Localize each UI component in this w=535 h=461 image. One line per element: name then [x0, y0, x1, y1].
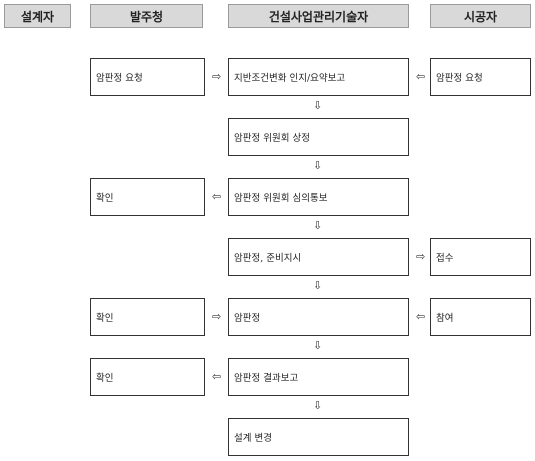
down-arrow-icon: ⇩ [313, 279, 323, 292]
right-arrow-icon: ⇨ [212, 70, 222, 83]
supervisor-box-ground-change-report: 지반조건변화 인지/요약보고 [228, 58, 409, 96]
left-arrow-icon: ⇦ [416, 310, 426, 323]
client-box-rock-judgment-request: 암판정 요청 [90, 58, 205, 96]
down-arrow-icon: ⇩ [313, 339, 323, 352]
contractor-box-participation: 참여 [430, 298, 531, 336]
contractor-box-receipt: 접수 [430, 238, 531, 276]
supervisor-box-rock-judgment: 암판정 [228, 298, 409, 336]
down-arrow-icon: ⇩ [313, 159, 323, 172]
left-arrow-icon: ⇦ [212, 190, 222, 203]
supervisor-box-committee-notice: 암판정 위원회 심의통보 [228, 178, 409, 216]
contractor-box-rock-judgment-request: 암판정 요청 [430, 58, 531, 96]
supervisor-box-committee-submission: 암판정 위원회 상정 [228, 118, 409, 156]
down-arrow-icon: ⇩ [313, 399, 323, 412]
right-arrow-icon: ⇨ [212, 310, 222, 323]
supervisor-box-design-change: 설계 변경 [228, 418, 409, 456]
header-supervisor: 건설사업관리기술자 [228, 4, 409, 28]
header-contractor: 시공자 [430, 4, 531, 28]
supervisor-box-preparation-order: 암판정, 준비지시 [228, 238, 409, 276]
right-arrow-icon: ⇨ [416, 250, 426, 263]
client-box-confirm-2: 확인 [90, 298, 205, 336]
client-box-confirm-1: 확인 [90, 178, 205, 216]
left-arrow-icon: ⇦ [416, 70, 426, 83]
down-arrow-icon: ⇩ [313, 99, 323, 112]
header-designer: 설계자 [4, 4, 71, 28]
supervisor-box-result-report: 암판정 결과보고 [228, 358, 409, 396]
left-arrow-icon: ⇦ [212, 370, 222, 383]
client-box-confirm-3: 확인 [90, 358, 205, 396]
down-arrow-icon: ⇩ [313, 219, 323, 232]
header-client: 발주청 [90, 4, 203, 28]
